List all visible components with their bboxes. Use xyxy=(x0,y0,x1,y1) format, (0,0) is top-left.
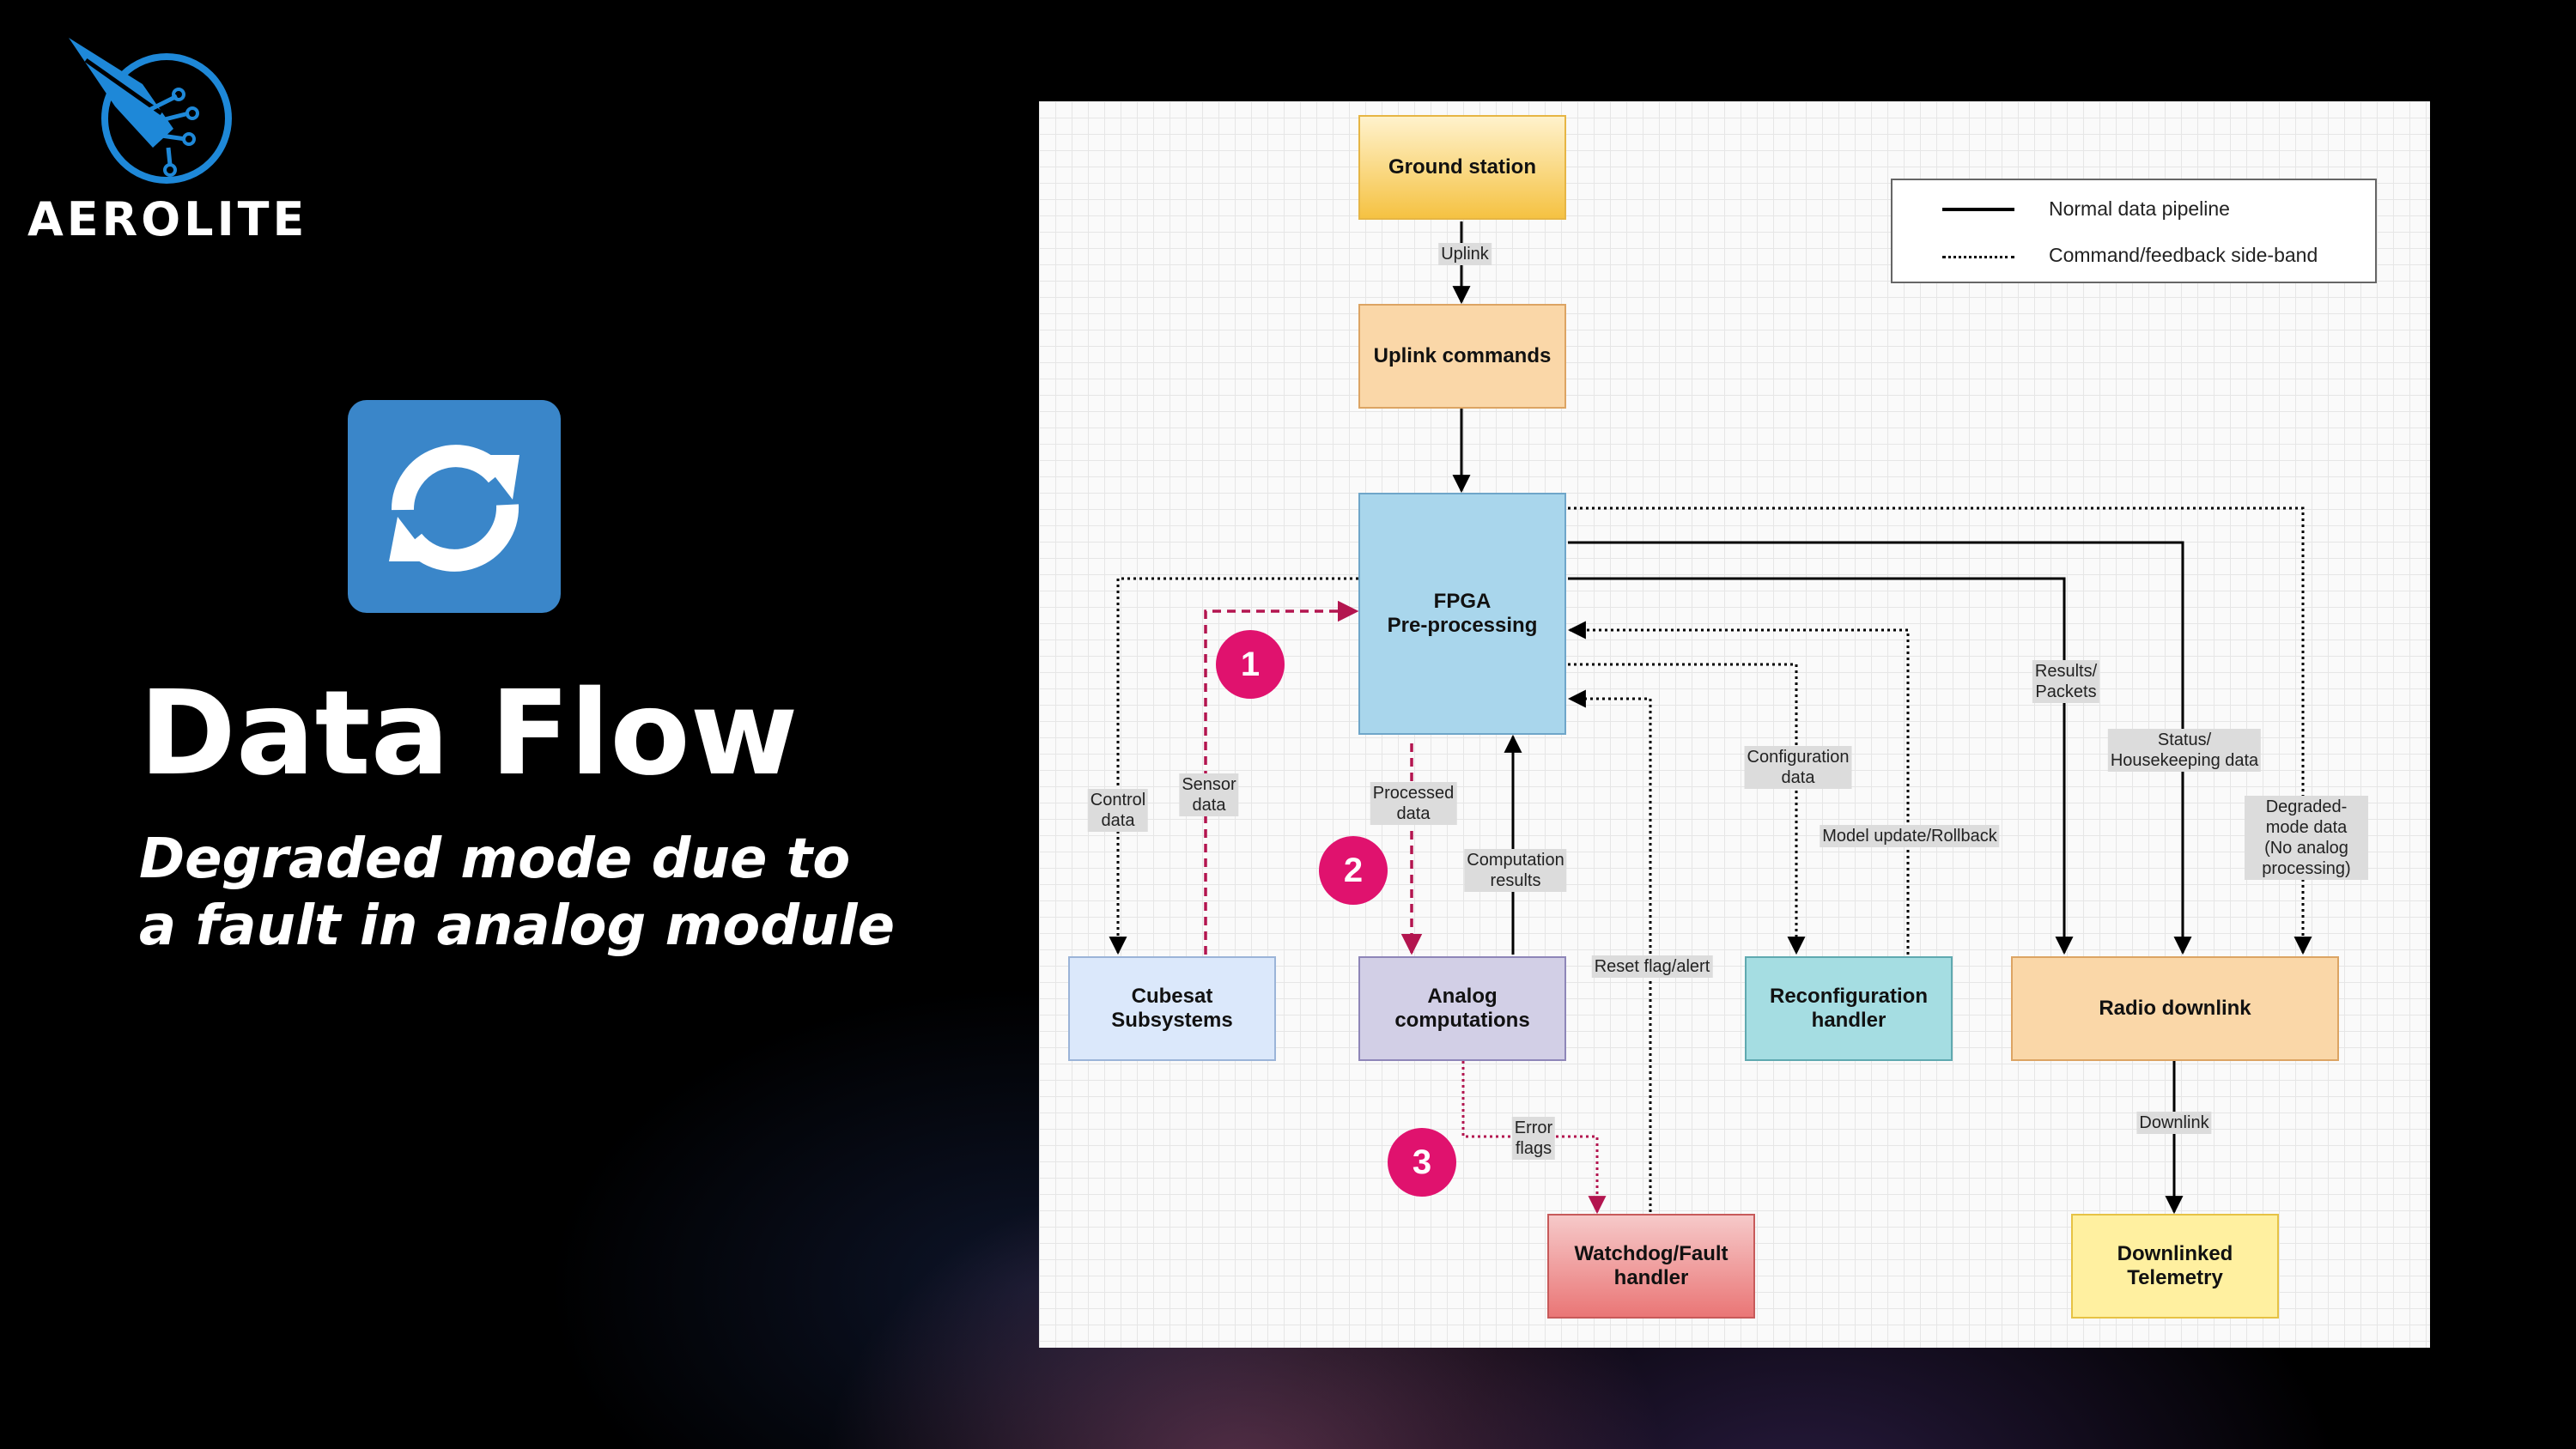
node-analog-computations: Analog computations xyxy=(1358,956,1566,1061)
label-degraded-mode: Degraded-mode data (No analog processing… xyxy=(2245,796,2368,880)
edge-results-packets xyxy=(1568,577,2074,955)
node-watchdog-fault-handler: Watchdog/Fault handler xyxy=(1547,1214,1755,1319)
label-model-update: Model update/Rollback xyxy=(1820,825,2000,847)
legend-dotted-label: Command/feedback side-band xyxy=(2049,244,2318,266)
brand-name: AEROLITE xyxy=(27,192,308,246)
node-downlinked-telemetry: Downlinked Telemetry xyxy=(2071,1214,2279,1319)
edge-status-housekeeping xyxy=(1568,541,2192,955)
label-downlink: Downlink xyxy=(2136,1112,2212,1134)
label-status-housekeeping: Status/ Housekeeping data xyxy=(2107,729,2262,772)
edge-sensor-data xyxy=(1204,600,1359,955)
legend-dotted-sample xyxy=(1942,256,2014,258)
diagram-edges xyxy=(1109,221,2312,1215)
label-control-data: Control data xyxy=(1087,789,1149,832)
label-reset-flag: Reset flag/alert xyxy=(1591,955,1713,978)
edge-control-data xyxy=(1109,577,1358,955)
label-sensor-data: Sensor data xyxy=(1179,773,1239,816)
edge-reset-flag xyxy=(1567,689,1652,1212)
page-subtitle: Degraded mode due to a fault in analog m… xyxy=(139,826,912,960)
edge-configuration-data xyxy=(1568,663,1806,955)
node-ground-station: Ground station xyxy=(1358,115,1566,220)
badge-1: 1 xyxy=(1216,630,1285,699)
label-results-packets: Results/ Packets xyxy=(2032,660,2100,703)
aerolite-logo: AEROLITE xyxy=(26,34,304,249)
badge-2: 2 xyxy=(1319,836,1388,905)
edge-model-update xyxy=(1567,621,1910,955)
node-uplink-commands: Uplink commands xyxy=(1358,304,1566,409)
legend-solid-sample xyxy=(1942,208,2014,211)
badge-3: 3 xyxy=(1388,1128,1456,1197)
node-reconfiguration-handler: Reconfiguration handler xyxy=(1745,956,1953,1061)
edge-degraded-mode xyxy=(1568,506,2312,955)
label-processed-data: Processed data xyxy=(1370,782,1457,825)
label-computation-results: Computation results xyxy=(1464,849,1567,892)
label-error-flags: Error flags xyxy=(1511,1117,1556,1160)
node-fpga: FPGA Pre-processing xyxy=(1358,493,1566,735)
legend: Normal data pipeline Command/feedback si… xyxy=(1891,179,2377,283)
edge-error-flags xyxy=(1461,1061,1607,1215)
data-flow-diagram: Ground station Uplink commands FPGA Pre-… xyxy=(1039,101,2430,1348)
node-cubesat-subsystems: Cubesat Subsystems xyxy=(1068,956,1276,1061)
page-title: Data Flow xyxy=(139,666,799,802)
node-radio-downlink: Radio downlink xyxy=(2011,956,2339,1061)
subtitle-line-1: Degraded mode due to xyxy=(139,828,851,891)
legend-solid-label: Normal data pipeline xyxy=(2049,197,2230,220)
label-uplink: Uplink xyxy=(1438,243,1492,265)
label-configuration-data: Configuration data xyxy=(1744,746,1852,789)
refresh-icon xyxy=(348,400,561,613)
comet-chip-icon xyxy=(69,38,232,184)
subtitle-line-2: a fault in analog module xyxy=(139,894,895,958)
